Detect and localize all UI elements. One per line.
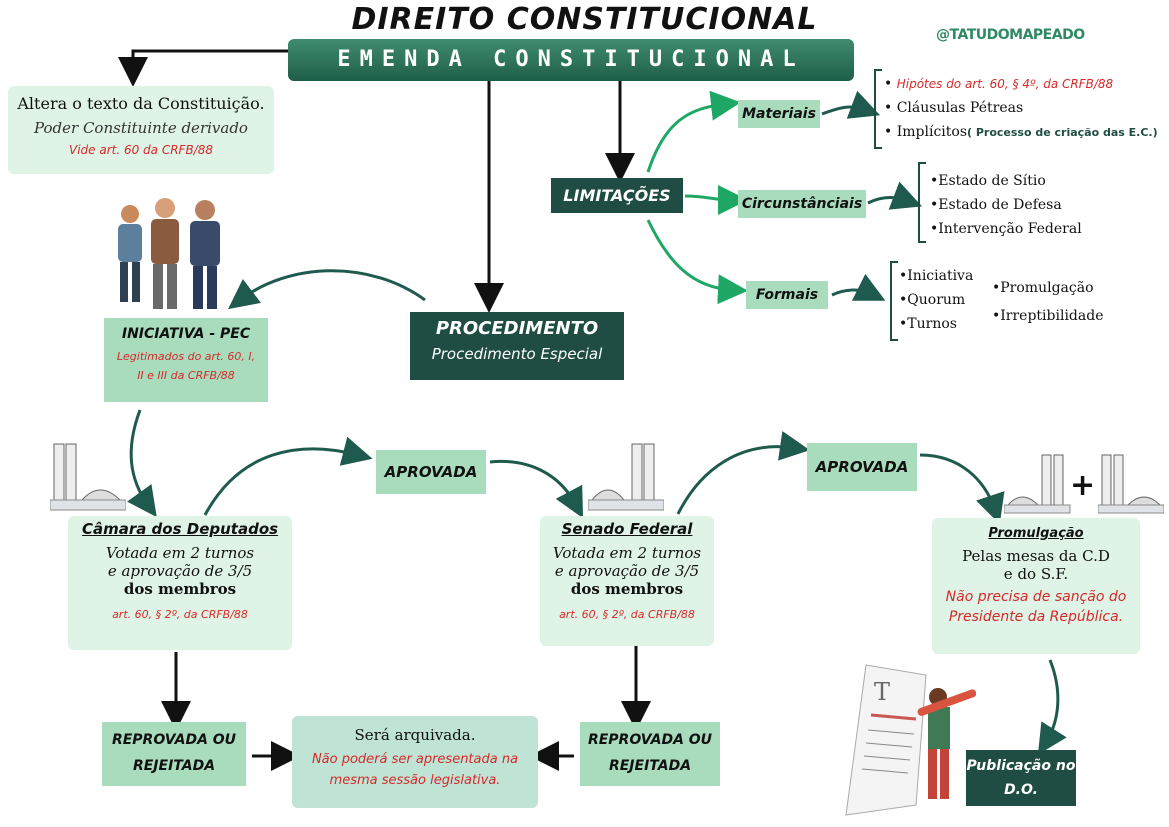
camara-reference: art. 60, § 2º, da CRFB/88	[112, 608, 248, 621]
reprovada-line: REJEITADA	[132, 758, 216, 774]
promulgacao-note: Presidente da República.	[948, 609, 1124, 625]
reprovada-box-right: REPROVADA OU REJEITADA	[580, 722, 720, 786]
senado-box: Senado Federal Votada em 2 turnos e apro…	[540, 516, 714, 646]
publicacao-box: Publicação no D.O.	[966, 750, 1076, 806]
svg-text:T: T	[874, 678, 890, 706]
reprovada-box-left: REPROVADA OU REJEITADA	[102, 722, 246, 786]
iniciativa-ref-2: II e III da CRFB/88	[137, 369, 235, 382]
people-illustration	[118, 198, 220, 309]
senado-line: Votada em 2 turnos	[552, 544, 702, 562]
procedimento-subtitle: Procedimento Especial	[431, 345, 603, 363]
arquivada-note: Não poderá ser apresentada na	[311, 752, 519, 767]
procedimento-title: PROCEDIMENTO	[435, 318, 599, 339]
iniciativa-title: INICIATIVA - PEC	[121, 326, 251, 342]
camara-line: dos membros	[123, 580, 237, 598]
implicitos-note: ( Processo de criação das E.C.)	[967, 126, 1158, 139]
arquivada-note: mesma sessão legislativa.	[329, 773, 501, 788]
congress-building-icon	[1004, 454, 1071, 514]
congress-building-icon	[588, 443, 664, 511]
arquivada-title: Será arquivada.	[354, 726, 476, 744]
publicacao-line: D.O.	[1004, 782, 1038, 798]
promulgacao-line: e do S.F.	[1003, 565, 1069, 583]
congress-building-icon	[50, 443, 126, 511]
camara-line: e aprovação de 3/5	[107, 562, 253, 580]
formais-item: •Quorum	[899, 292, 966, 308]
circunstanciais-list: •Estado de Sítio •Estado de Defesa •Inte…	[930, 169, 1082, 241]
senado-title: Senado Federal	[561, 520, 693, 538]
aprovada-box: APROVADA	[376, 450, 486, 494]
author-handle: @TATUDOMAPEADO	[936, 27, 1085, 43]
promulgacao-line: Pelas mesas da C.D	[962, 547, 1110, 565]
formais-item: •Irreptibilidade	[992, 308, 1104, 324]
definition-box: Altera o texto da Constituição. Poder Co…	[8, 86, 274, 174]
materiais-list: • Hipótes do art. 60, § 4º, da CRFB/88 •…	[884, 72, 1169, 145]
circunstanciais-label: Circunstânciais	[738, 190, 866, 218]
page-title: DIREITO CONSTITUCIONAL	[351, 2, 818, 37]
congress-building-icon	[1098, 454, 1164, 514]
promulgacao-box: Promulgação Pelas mesas da C.D e do S.F.…	[932, 518, 1140, 654]
newspaper-illustration: T	[845, 664, 976, 816]
promulgacao-title: Promulgação	[988, 526, 1084, 541]
reprovada-line: REPROVADA OU	[587, 732, 713, 748]
definition-reference: Vide art. 60 da CRFB/88	[68, 143, 213, 157]
circunstanciais-item: •Estado de Defesa	[930, 197, 1062, 213]
definition-subline: Poder Constituinte derivado	[34, 119, 248, 137]
definition-line: Altera o texto da Constituição.	[17, 94, 265, 113]
senado-line: e aprovação de 3/5	[554, 562, 700, 580]
plus-sign: +	[1070, 468, 1096, 503]
materiais-item: • Cláusulas Pétreas	[884, 100, 1024, 116]
senado-line: dos membros	[570, 580, 684, 598]
senado-reference: art. 60, § 2º, da CRFB/88	[559, 608, 695, 621]
circunstanciais-item: •Estado de Sítio	[930, 173, 1046, 189]
camara-box: Câmara dos Deputados Votada em 2 turnos …	[68, 516, 292, 650]
formais-item: •Promulgação	[992, 280, 1094, 296]
formais-item: •Turnos	[899, 316, 957, 332]
camara-title: Câmara dos Deputados	[81, 520, 279, 538]
camara-line: Votada em 2 turnos	[105, 544, 255, 562]
circunstanciais-item: •Intervenção Federal	[930, 221, 1082, 237]
formais-list-1: •Iniciativa •Quorum •Turnos	[899, 264, 973, 336]
iniciativa-box: INICIATIVA - PEC Legitimados do art. 60,…	[104, 318, 268, 402]
aprovada-box: APROVADA	[807, 443, 917, 491]
materiais-item: • Hipótes do art. 60, § 4º, da CRFB/88	[884, 76, 1114, 92]
formais-item: •Iniciativa	[899, 268, 974, 284]
reprovada-line: REPROVADA OU	[111, 732, 237, 748]
iniciativa-ref-1: Legitimados do art. 60, I,	[116, 350, 256, 363]
materiais-item: • Implícitos( Processo de criação das E.…	[884, 124, 1158, 140]
topic-banner: EMENDA CONSTITUCIONAL	[288, 39, 854, 81]
promulgacao-note: Não precisa de sanção do	[945, 589, 1127, 605]
arquivada-box: Será arquivada. Não poderá ser apresenta…	[292, 716, 538, 808]
reprovada-line: REJEITADA	[608, 758, 692, 774]
publicacao-line: Publicação no	[966, 758, 1076, 774]
materiais-label: Materiais	[738, 100, 820, 128]
procedimento-box: PROCEDIMENTO Procedimento Especial	[410, 312, 624, 380]
formais-list-2: •Promulgação •Irreptibilidade	[992, 274, 1103, 330]
formais-label: Formais	[746, 281, 828, 309]
limitacoes-box: LIMITAÇÕES	[551, 178, 683, 213]
